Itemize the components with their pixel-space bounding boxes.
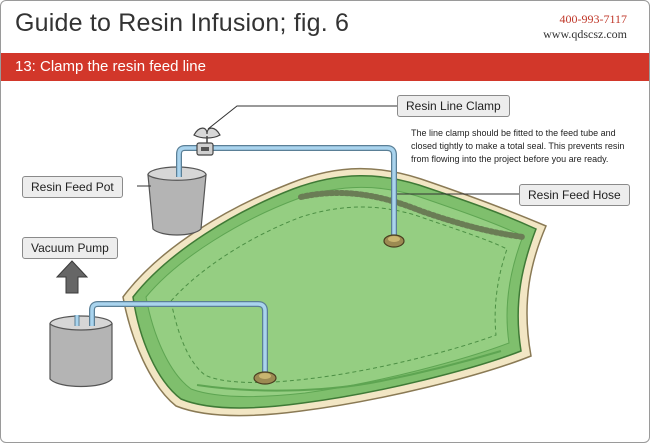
step-title: 13: Clamp the resin feed line (15, 58, 206, 75)
clamp-instruction-note: The line clamp should be fitted to the f… (411, 128, 625, 164)
label-resin-feed-pot: Resin Feed Pot (22, 176, 123, 198)
leader-resin-line-clamp (207, 105, 397, 130)
page-title: Guide to Resin Infusion; fig. 6 (15, 9, 350, 37)
inner-contour-dashed (170, 206, 508, 383)
step-banner: 13: Clamp the resin feed line (1, 53, 649, 81)
website-url: www.qdscsz.com (543, 27, 627, 41)
vacuum-channel (196, 350, 502, 392)
phone-number: 400-993-7117 (559, 12, 627, 26)
vacuum-pump (49, 322, 113, 388)
up-arrow-icon (55, 260, 89, 294)
mould-surface (145, 186, 524, 397)
spiral-channel (298, 190, 526, 240)
label-vacuum-pump: Vacuum Pump (22, 237, 118, 259)
resin-feed-pot (147, 173, 207, 236)
label-resin-feed-hose: Resin Feed Hose (519, 184, 630, 206)
label-resin-line-clamp: Resin Line Clamp (397, 95, 510, 117)
